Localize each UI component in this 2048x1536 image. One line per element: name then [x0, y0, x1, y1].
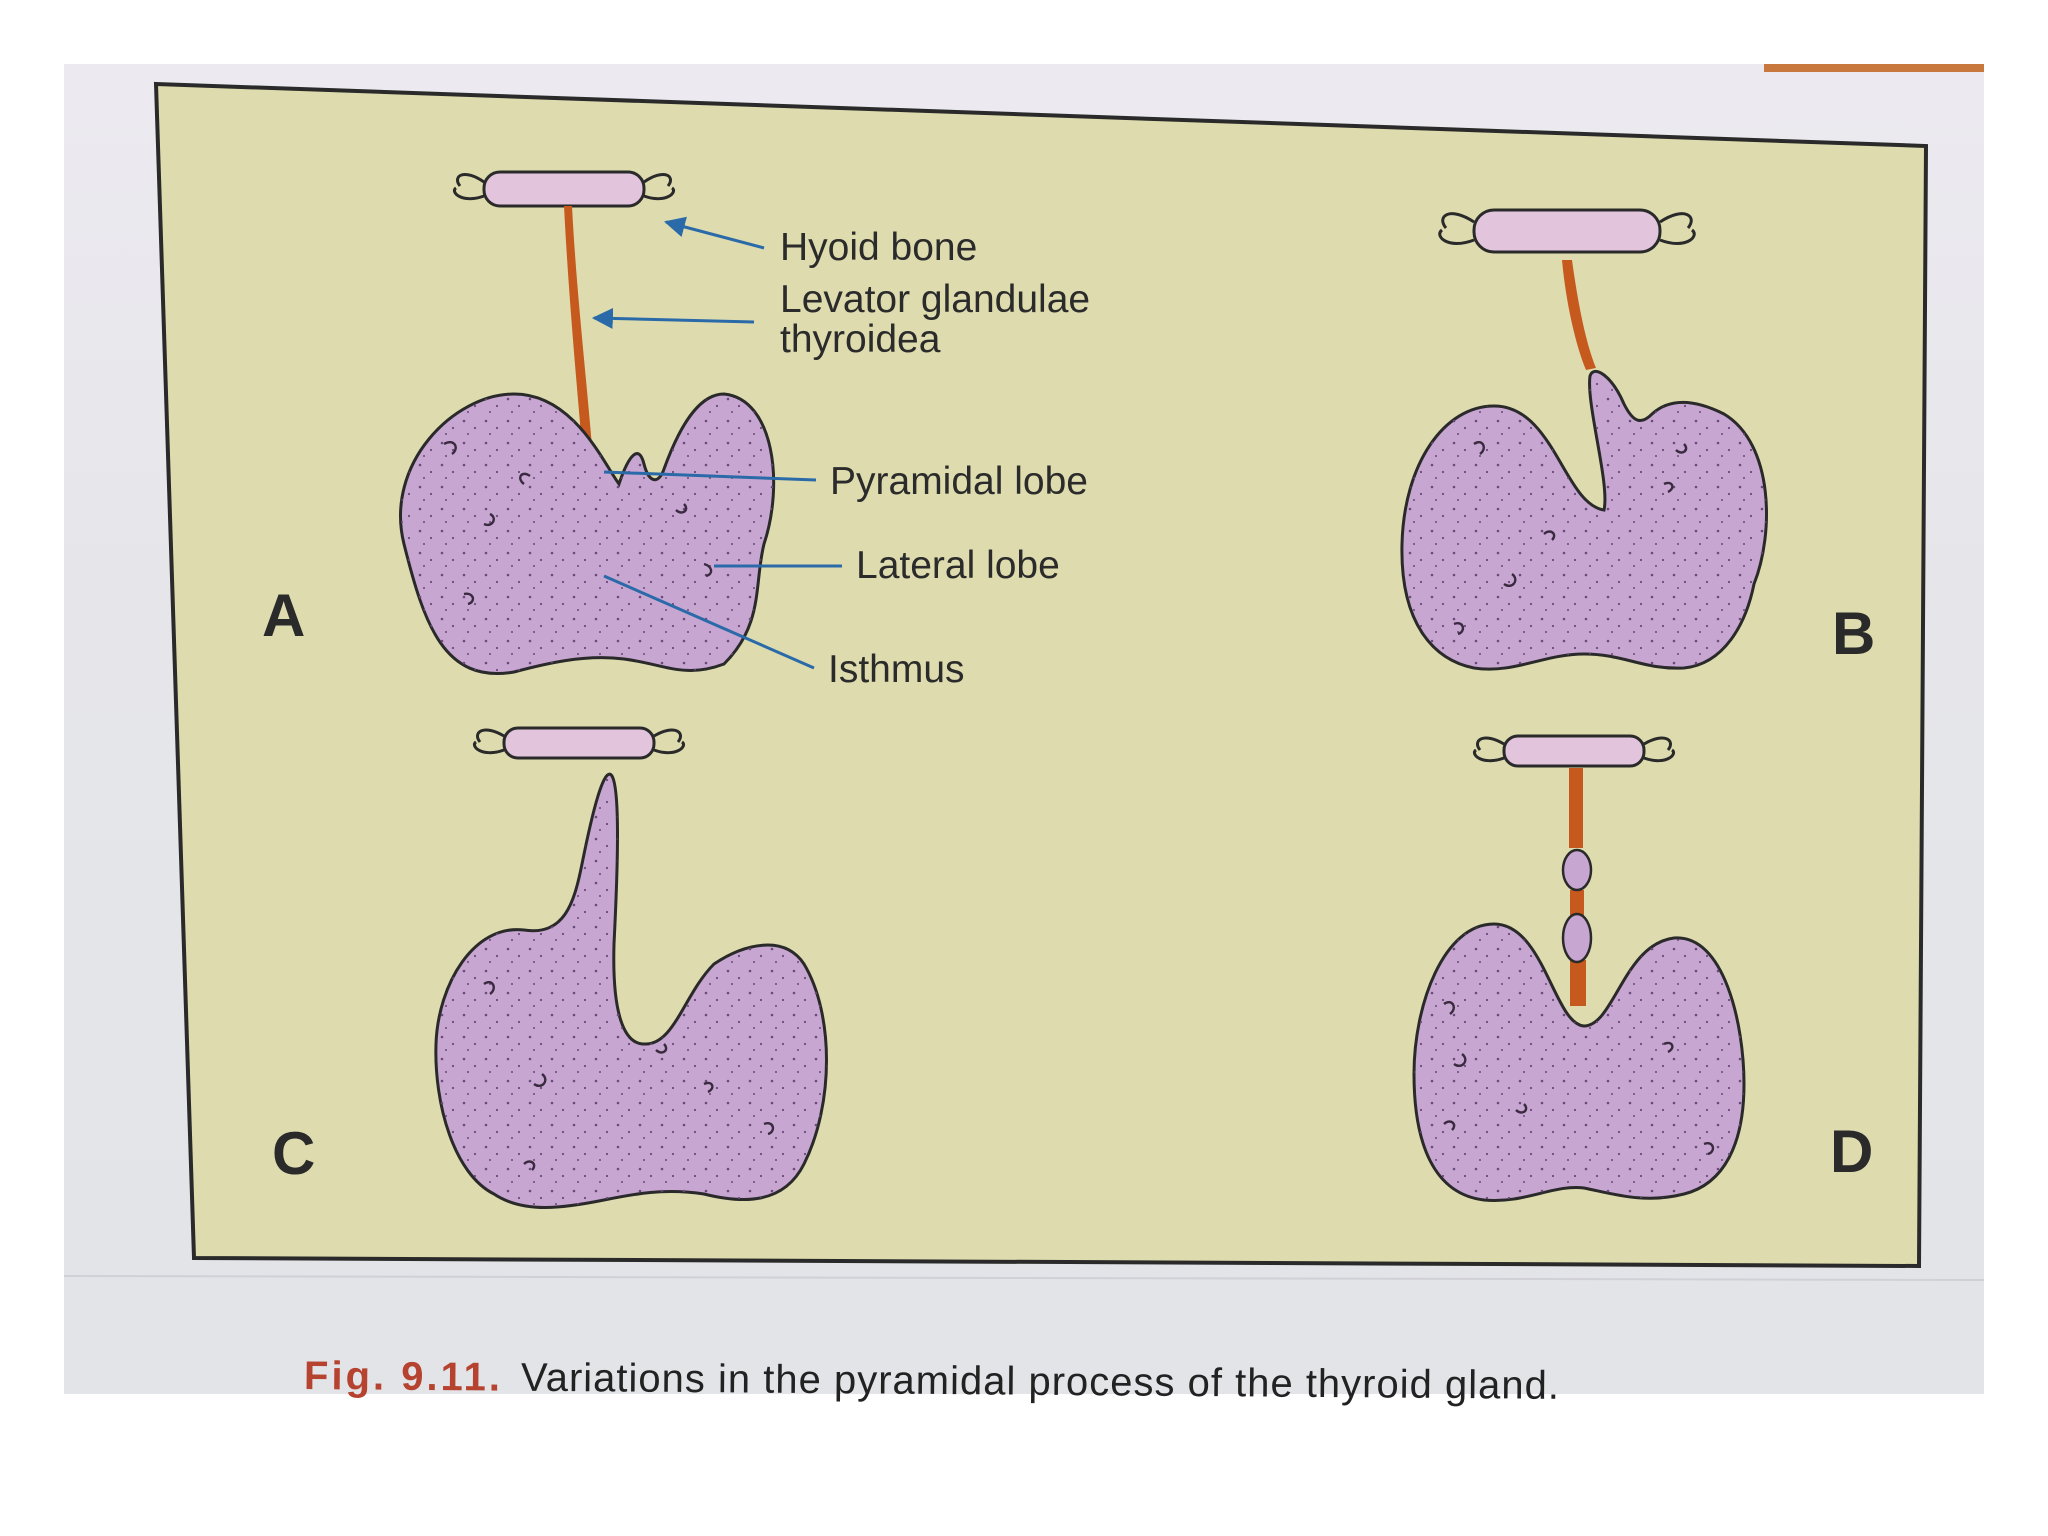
- accessory-nodule-d1: [1561, 848, 1593, 892]
- hyoid-bone-c: [473, 726, 685, 760]
- figure-caption: Fig. 9.11. Variations in the pyramidal pr…: [304, 1354, 1560, 1409]
- levator-muscle-d: [1569, 768, 1586, 1006]
- isthmus-leader: [603, 574, 815, 670]
- thyroid-variations-diagram: A Hyoid bone Levator glandulae thyroidea…: [64, 81, 1984, 1281]
- levator-leader: [591, 307, 755, 329]
- panel-label-a: A: [262, 582, 305, 649]
- page-edge-strip: [1764, 64, 1984, 72]
- panel-label-c: C: [272, 1120, 315, 1187]
- page-rule: [64, 1275, 1984, 1281]
- label-hyoid-bone: Hyoid bone: [780, 226, 977, 269]
- panel-label-b: B: [1832, 600, 1875, 667]
- figure-caption-text: Variations in the pyramidal process of t…: [520, 1355, 1561, 1408]
- variant-b: B: [1400, 208, 1875, 671]
- hyoid-bone-a: [453, 170, 675, 208]
- label-levator-line2: thyroidea: [780, 318, 941, 361]
- pyramidal-lobe-leader: [603, 470, 817, 482]
- label-pyramidal-lobe: Pyramidal lobe: [830, 460, 1088, 503]
- panel-label-d: D: [1830, 1118, 1873, 1185]
- label-lateral-lobe: Lateral lobe: [856, 544, 1060, 587]
- levator-muscle-b: [1562, 260, 1596, 370]
- figure-number: Fig. 9.11.: [303, 1354, 504, 1400]
- accessory-nodule-d2: [1561, 912, 1593, 964]
- levator-muscle-a: [564, 206, 592, 446]
- label-isthmus: Isthmus: [828, 648, 965, 691]
- hyoid-bone-d: [1473, 734, 1675, 768]
- hyoid-bone-leader: [663, 216, 765, 250]
- variant-a: A: [262, 170, 776, 675]
- hyoid-bone-b: [1438, 208, 1696, 254]
- label-levator-line1: Levator glandulae: [780, 278, 1090, 321]
- variant-d: D: [1412, 734, 1873, 1203]
- figure-photo: A Hyoid bone Levator glandulae thyroidea…: [64, 64, 1984, 1408]
- variant-c: C: [272, 726, 828, 1209]
